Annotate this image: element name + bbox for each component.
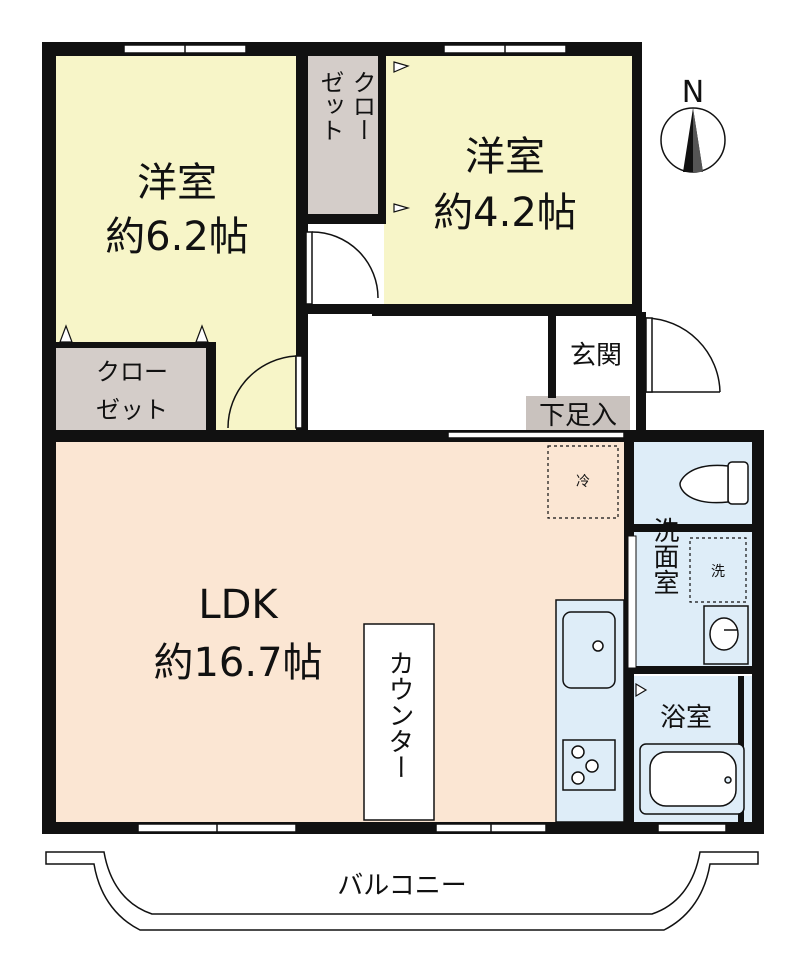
- bathtub-icon: [639, 743, 745, 815]
- closet-left-fill: [52, 345, 212, 433]
- counter-label: カウンター: [384, 650, 414, 780]
- entrance-label: 玄関: [570, 341, 622, 371]
- windows: [123, 44, 727, 833]
- sink-icon: [562, 611, 616, 689]
- fridge-icon: [547, 445, 619, 519]
- balcony-label: バルコニー: [337, 871, 466, 901]
- western-room-2-fill: [384, 50, 636, 308]
- washroom-label: 洗面室: [649, 517, 679, 595]
- toilet-icon: [679, 461, 749, 505]
- compass-label: N: [682, 75, 704, 110]
- counter-bar: [363, 623, 435, 821]
- closet-left-line2: ゼット: [96, 396, 168, 424]
- western-room-1-size: 約6.2帖: [105, 214, 249, 260]
- washer-label: 洗: [711, 564, 725, 580]
- balcony: [45, 851, 759, 931]
- bathroom-label: 浴室: [660, 703, 712, 733]
- ldk-name: LDK: [198, 582, 279, 628]
- closet-top-fill: [306, 50, 384, 218]
- ldk-size: 約16.7帖: [153, 640, 322, 686]
- doors: [227, 231, 721, 429]
- western-room-1-name: 洋室: [137, 160, 217, 206]
- kitchen-counter: [555, 599, 625, 823]
- fridge-label: 冷: [576, 474, 590, 490]
- hallway-fill: [306, 222, 384, 312]
- shoe-area-fill: [526, 396, 630, 432]
- washroom-door: [627, 535, 637, 669]
- closet-marks: [59, 61, 648, 698]
- closet-left-line1: クロー: [96, 358, 168, 386]
- western-room-2-name: 洋室: [465, 134, 545, 180]
- closet-top-line2: ゼット: [316, 70, 344, 142]
- ldk-fill: [52, 438, 630, 822]
- closet-top-line1: クロー: [348, 70, 376, 142]
- compass-icon: [660, 107, 726, 173]
- shoe-area-label: 下足入: [539, 401, 617, 431]
- western-room-2-size: 約4.2帖: [433, 190, 577, 236]
- wash-basin-icon: [703, 605, 749, 665]
